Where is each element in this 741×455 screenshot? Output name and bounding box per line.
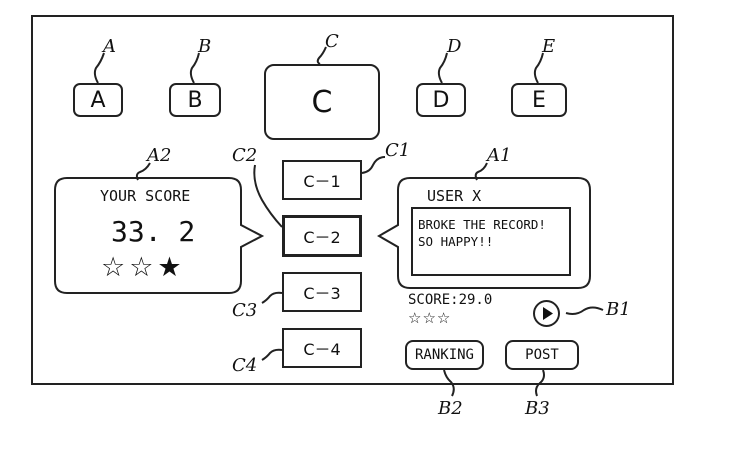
ref-c2: C2 [232,145,258,166]
other-user-message-line2: SO HAPPY!! [418,234,494,249]
post-button[interactable]: POST [505,340,579,370]
ref-e: E [542,36,556,57]
tab-b[interactable]: B [169,83,221,117]
sub-button-c2-label: C－2 [303,228,341,247]
other-user-message-line1: BROKE THE RECORD! [418,217,546,232]
ref-b3: B3 [525,398,550,419]
ref-b2: B2 [438,398,463,419]
play-button[interactable] [533,300,560,327]
ref-b: B [198,36,212,57]
ref-d: D [447,36,462,57]
tab-a-label: A [90,87,106,113]
tab-d[interactable]: D [416,83,466,117]
other-user-name: USER X [427,187,482,205]
tab-e-label: E [532,87,546,113]
my-score-title: YOUR SCORE [100,187,191,205]
ref-c1: C1 [385,140,411,161]
ref-a: A [103,36,116,57]
sub-button-c3-label: C－3 [303,284,341,303]
ranking-button[interactable]: RANKING [405,340,484,370]
my-score-value: 33. 2 [111,215,196,248]
tab-c-label: C [311,84,333,120]
ref-a1: A1 [487,145,512,166]
ref-c3: C3 [232,300,258,321]
screen-frame [31,15,674,385]
tab-c[interactable]: C [264,64,380,140]
post-button-label: POST [525,347,559,363]
other-user-stars: ☆☆☆ [408,309,452,327]
tab-d-label: D [432,87,450,113]
sub-button-c3[interactable]: C－3 [282,272,362,312]
other-user-score: SCORE:29.0 [408,292,493,308]
tab-a[interactable]: A [73,83,123,117]
ref-c4: C4 [232,355,258,376]
ref-a2: A2 [147,145,172,166]
ranking-button-label: RANKING [414,347,474,363]
sub-button-c4[interactable]: C－4 [282,328,362,368]
play-icon [543,307,553,320]
sub-button-c4-label: C－4 [303,340,341,359]
sub-button-c1-label: C－1 [303,172,341,191]
ref-b1: B1 [606,299,631,320]
my-score-stars: ☆☆★ [101,252,186,283]
ref-c: C [325,31,339,52]
sub-button-c1[interactable]: C－1 [282,160,362,200]
tab-b-label: B [187,87,203,113]
sub-button-c2[interactable]: C－2 [282,215,362,257]
tab-e[interactable]: E [511,83,567,117]
